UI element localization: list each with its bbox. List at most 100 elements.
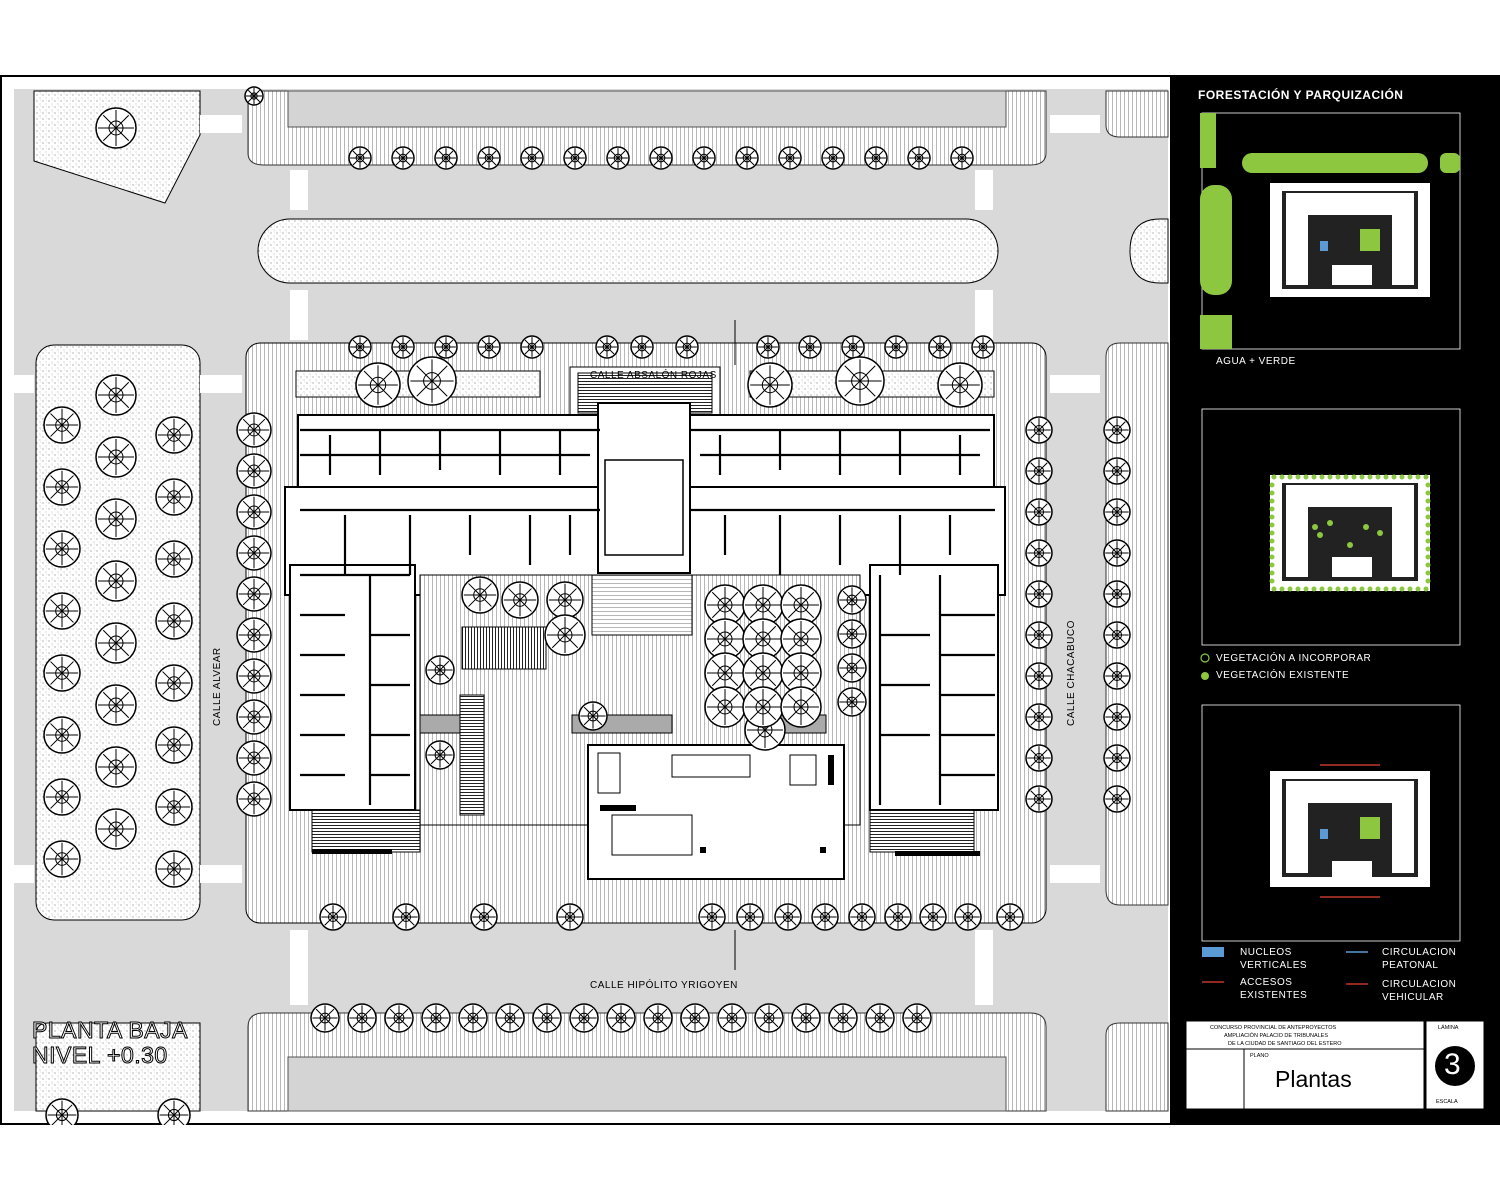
tree-symbol: [546, 581, 584, 619]
tree-symbol: [421, 1003, 451, 1033]
tree-symbol: [835, 356, 885, 406]
tree-symbol: [735, 146, 759, 170]
tree-symbol: [347, 1003, 377, 1033]
tree-symbol: [704, 652, 746, 694]
tree-symbol: [1025, 498, 1053, 526]
diagram1-caption: AGUA + VERDE: [1216, 356, 1296, 367]
tb-plano-label: PLANO: [1250, 1053, 1269, 1059]
tree-symbol: [155, 602, 193, 640]
tree-symbol: [884, 335, 908, 359]
tree-symbol: [837, 585, 867, 615]
tree-symbol: [434, 146, 458, 170]
tree-symbol: [1025, 662, 1053, 690]
tree-symbol: [95, 808, 137, 850]
tree-symbol: [675, 335, 699, 359]
legend-veg-existing: VEGETACIÓN EXISTENTE: [1216, 670, 1350, 681]
tree-symbol: [391, 335, 415, 359]
tree-symbol: [95, 436, 137, 478]
tree-symbol: [407, 356, 457, 406]
tree-symbol: [236, 453, 272, 489]
tree-symbol: [1025, 416, 1053, 444]
tree-symbol: [43, 592, 81, 630]
tree-symbol: [43, 406, 81, 444]
tree-symbol: [532, 1003, 562, 1033]
tree-symbol: [434, 335, 458, 359]
diagram-water-green: [1200, 112, 1461, 350]
tb-line1: CONCURSO PROVINCIAL DE ANTEPROYECTOS: [1210, 1025, 1337, 1031]
tree-symbol: [778, 146, 802, 170]
tree-symbol: [902, 1003, 932, 1033]
tree-symbol: [563, 146, 587, 170]
tree-symbol: [954, 903, 982, 931]
tree-symbol: [595, 335, 619, 359]
tree-symbol: [698, 903, 726, 931]
tree-symbol: [236, 658, 272, 694]
tree-symbol: [606, 1003, 636, 1033]
tree-symbol: [569, 1003, 599, 1033]
tree-symbol: [1025, 539, 1053, 567]
tree-symbol: [841, 335, 865, 359]
tb-line3: DE LA CIUDAD DE SANTIAGO DEL ESTERO: [1228, 1041, 1342, 1047]
tree-symbol: [544, 614, 586, 656]
tb-escala-label: ESCALA: [1436, 1099, 1458, 1105]
tree-symbol: [884, 903, 912, 931]
tree-symbol: [310, 1003, 340, 1033]
tree-symbol: [774, 903, 802, 931]
tree-symbol: [1103, 539, 1131, 567]
tb-sheet-number: 3: [1444, 1048, 1461, 1081]
tree-symbol: [649, 146, 673, 170]
tree-symbol: [95, 107, 137, 149]
tree-symbol: [95, 746, 137, 788]
panel-title: FORESTACIÓN Y PARQUIZACIÓN: [1198, 88, 1404, 102]
tree-symbol: [43, 716, 81, 754]
tb-line2: AMPLIACIÓN PALACIO DE TRIBUNALES: [1224, 1033, 1329, 1039]
diagram-circulation: [1201, 704, 1461, 942]
legend-accesos-l2: EXISTENTES: [1240, 990, 1308, 1001]
tree-symbol: [501, 581, 539, 619]
tree-symbol: [1025, 457, 1053, 485]
analysis-panel: [1170, 75, 1500, 1125]
tree-symbol: [704, 686, 746, 728]
tree-symbol: [680, 1003, 710, 1033]
tree-symbol: [1103, 580, 1131, 608]
tree-symbol: [236, 740, 272, 776]
tree-symbol: [643, 1003, 673, 1033]
tree-symbol: [95, 560, 137, 602]
tree-symbol: [155, 540, 193, 578]
tree-symbol: [717, 1003, 747, 1033]
tree-symbol: [950, 146, 974, 170]
tb-plano-name: Plantas: [1275, 1066, 1352, 1092]
legend-peatonal-l1: CIRCULACION: [1382, 947, 1457, 958]
tree-symbol: [155, 478, 193, 516]
legend-nucleos-l1: NUCLEOS: [1240, 947, 1292, 958]
tree-symbol: [837, 687, 867, 717]
tree-symbol: [1103, 416, 1131, 444]
tree-symbol: [391, 146, 415, 170]
tree-symbol: [742, 618, 784, 660]
tree-symbol: [1025, 785, 1053, 813]
tree-symbol: [392, 903, 420, 931]
tree-symbol: [1025, 703, 1053, 731]
tree-symbol: [155, 726, 193, 764]
tree-symbol: [1103, 785, 1131, 813]
tree-symbol: [43, 530, 81, 568]
tree-symbol: [864, 146, 888, 170]
tree-symbol: [355, 362, 401, 408]
diagram-vegetation: [1201, 408, 1461, 646]
tree-symbol: [461, 576, 499, 614]
tree-symbol: [996, 903, 1024, 931]
tree-symbol: [520, 146, 544, 170]
street-label-west: CALLE ALVEAR: [212, 647, 223, 726]
tree-symbol: [155, 664, 193, 702]
tree-symbol: [742, 652, 784, 694]
tree-symbol: [1103, 662, 1131, 690]
tree-symbol: [907, 146, 931, 170]
tree-symbol: [837, 619, 867, 649]
tree-symbol: [236, 699, 272, 735]
tree-symbol: [155, 416, 193, 454]
tree-symbol: [43, 468, 81, 506]
